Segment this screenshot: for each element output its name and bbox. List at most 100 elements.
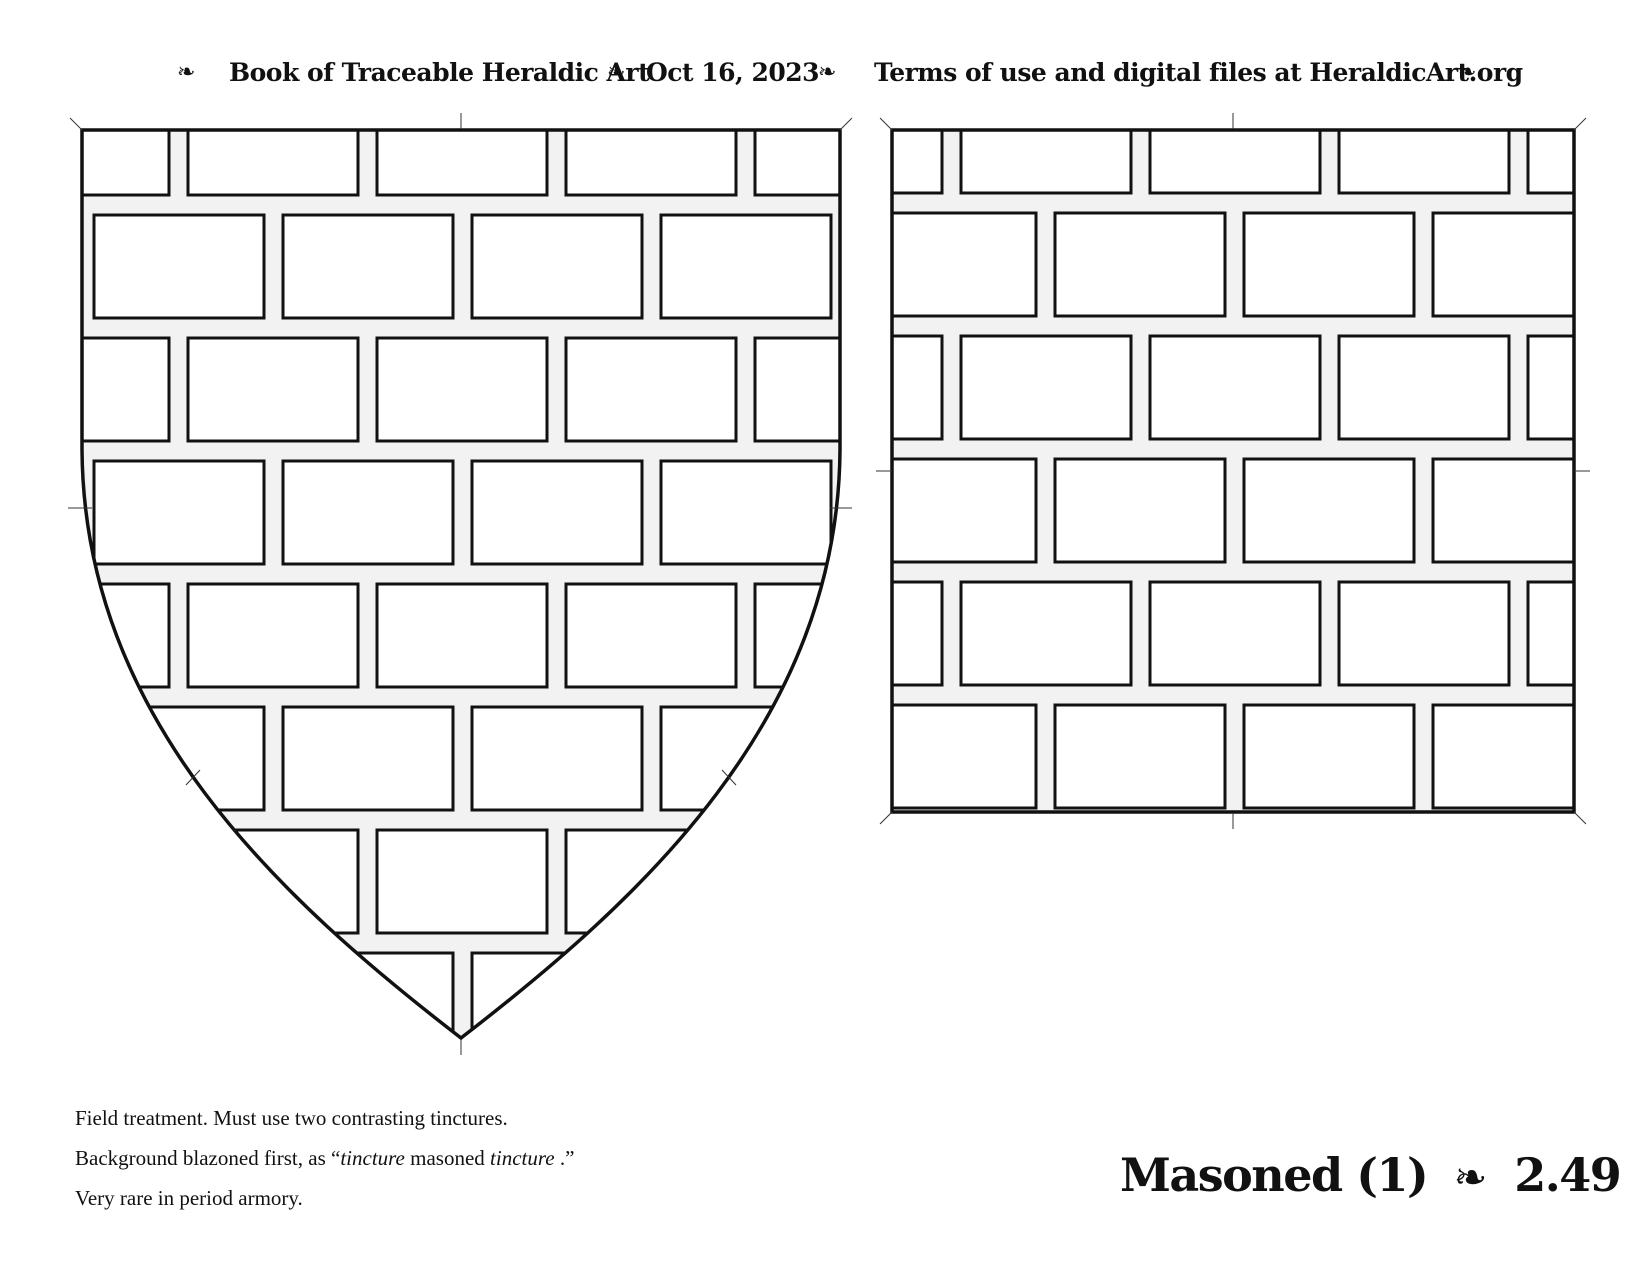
square-field — [772, 113, 1650, 931]
masonry-brick — [470, 705, 644, 812]
masonry-brick — [281, 213, 455, 320]
masonry-brick — [564, 130, 738, 197]
masonry-brick — [564, 582, 738, 689]
fleuron-icon: ❧ — [818, 60, 836, 85]
note-term: tincture — [340, 1146, 405, 1170]
masonry-brick — [892, 130, 944, 195]
fleuron-icon: ❧ — [177, 60, 195, 85]
masonry-brick — [0, 707, 75, 810]
masonry-brick — [755, 1076, 925, 1179]
masonry-brick — [375, 828, 549, 935]
masonry-brick — [1339, 828, 1509, 931]
masonry-brick — [470, 213, 644, 320]
shield-registration-marks — [68, 113, 853, 1055]
masonry-brick — [281, 951, 455, 1038]
masonry-brick — [1148, 580, 1322, 687]
masonry-brick — [1337, 334, 1511, 441]
note-text: Background blazoned first, as “ — [75, 1146, 341, 1170]
shield-masonry-pattern — [0, 130, 1020, 1179]
masonry-brick — [92, 951, 266, 1038]
book-title: Book of Traceable Heraldic Art — [229, 58, 650, 87]
masonry-brick — [1526, 130, 1574, 195]
masonry-brick — [1337, 130, 1511, 195]
note-text: masoned — [404, 1146, 491, 1170]
note-line-blazon: Background blazoned first, as “tincture … — [75, 1138, 574, 1178]
masonry-brick — [375, 582, 549, 689]
masonry-brick — [659, 951, 833, 1038]
masonry-brick — [1622, 705, 1650, 808]
masonry-brick — [0, 461, 75, 564]
fleuron-icon: ❧ — [1458, 60, 1476, 85]
masonry-brick — [959, 130, 1133, 195]
date-label: Oct 16, 2023 — [646, 58, 820, 87]
masonry-brick — [82, 828, 171, 935]
masonry-brick — [892, 457, 1038, 564]
masonry-brick — [566, 1076, 736, 1179]
masonry-brick — [1148, 334, 1322, 441]
masonry-brick — [1242, 457, 1416, 564]
registration-mark — [1573, 811, 1587, 825]
registration-mark — [69, 117, 83, 131]
registration-mark — [1573, 117, 1587, 131]
registration-mark — [879, 117, 893, 131]
masonry-brick — [659, 705, 833, 812]
masonry-brick — [659, 459, 833, 566]
masonry-brick — [961, 828, 1131, 931]
masonry-brick — [1622, 459, 1650, 562]
masonry-brick — [1431, 211, 1574, 318]
plate-title: Masoned (1) ❧ 2.49 — [1120, 1148, 1622, 1218]
masonry-brick — [1053, 211, 1227, 318]
masonry-brick — [186, 582, 360, 689]
masonry-brick — [564, 828, 738, 935]
note-term: tincture — [490, 1146, 555, 1170]
masonry-brick — [1526, 580, 1574, 687]
note-text: .” — [554, 1146, 575, 1170]
masonry-brick — [959, 334, 1133, 441]
registration-mark — [839, 117, 853, 131]
fleuron-icon: ❧ — [607, 60, 625, 85]
masonry-brick — [186, 828, 360, 935]
registration-mark — [879, 811, 893, 825]
shield-bricks — [0, 130, 1020, 1179]
masonry-brick — [375, 336, 549, 443]
masonry-brick — [1242, 211, 1416, 318]
masonry-brick — [1150, 828, 1320, 931]
masonry-brick — [1053, 457, 1227, 564]
masonry-brick — [1431, 703, 1574, 810]
masonry-brick — [186, 336, 360, 443]
masonry-brick — [186, 130, 360, 197]
page-header: ❧ Book of Traceable Heraldic Art ❧ Oct 1… — [0, 58, 1650, 98]
shield-escutcheon — [0, 113, 1020, 1179]
masonry-brick — [892, 211, 1038, 318]
masonry-brick — [892, 703, 1038, 810]
masonry-brick — [1337, 580, 1511, 687]
masonry-brick — [753, 828, 840, 935]
masonry-brick — [470, 459, 644, 566]
masonry-brick — [892, 334, 944, 441]
masonry-brick — [1526, 334, 1574, 441]
note-line: Field treatment. Must use two contrastin… — [75, 1106, 508, 1130]
registration-mark — [185, 769, 201, 786]
description-notes: Field treatment. Must use two contrastin… — [75, 1098, 574, 1218]
masonry-brick — [82, 582, 171, 689]
plate-number: 2.49 — [1514, 1148, 1622, 1202]
masonry-brick — [1622, 213, 1650, 316]
masonry-brick — [0, 215, 75, 318]
masonry-brick — [959, 580, 1133, 687]
square-masonry-pattern — [772, 130, 1650, 931]
masonry-brick — [772, 828, 942, 931]
masonry-brick — [82, 336, 171, 443]
masonry-brick — [1431, 457, 1574, 564]
masonry-brick — [82, 130, 171, 197]
masonry-brick — [753, 336, 840, 443]
masonry-brick — [1053, 703, 1227, 810]
shield-outline — [80, 128, 842, 1041]
square-registration-marks — [876, 113, 1590, 829]
masonry-brick — [375, 130, 549, 197]
masonry-brick — [892, 580, 944, 687]
masonry-brick — [92, 213, 266, 320]
masonry-brick — [564, 336, 738, 443]
fleuron-icon: ❧ — [1453, 1155, 1488, 1201]
masonry-brick — [850, 953, 1020, 1056]
masonry-brick — [1528, 828, 1650, 931]
